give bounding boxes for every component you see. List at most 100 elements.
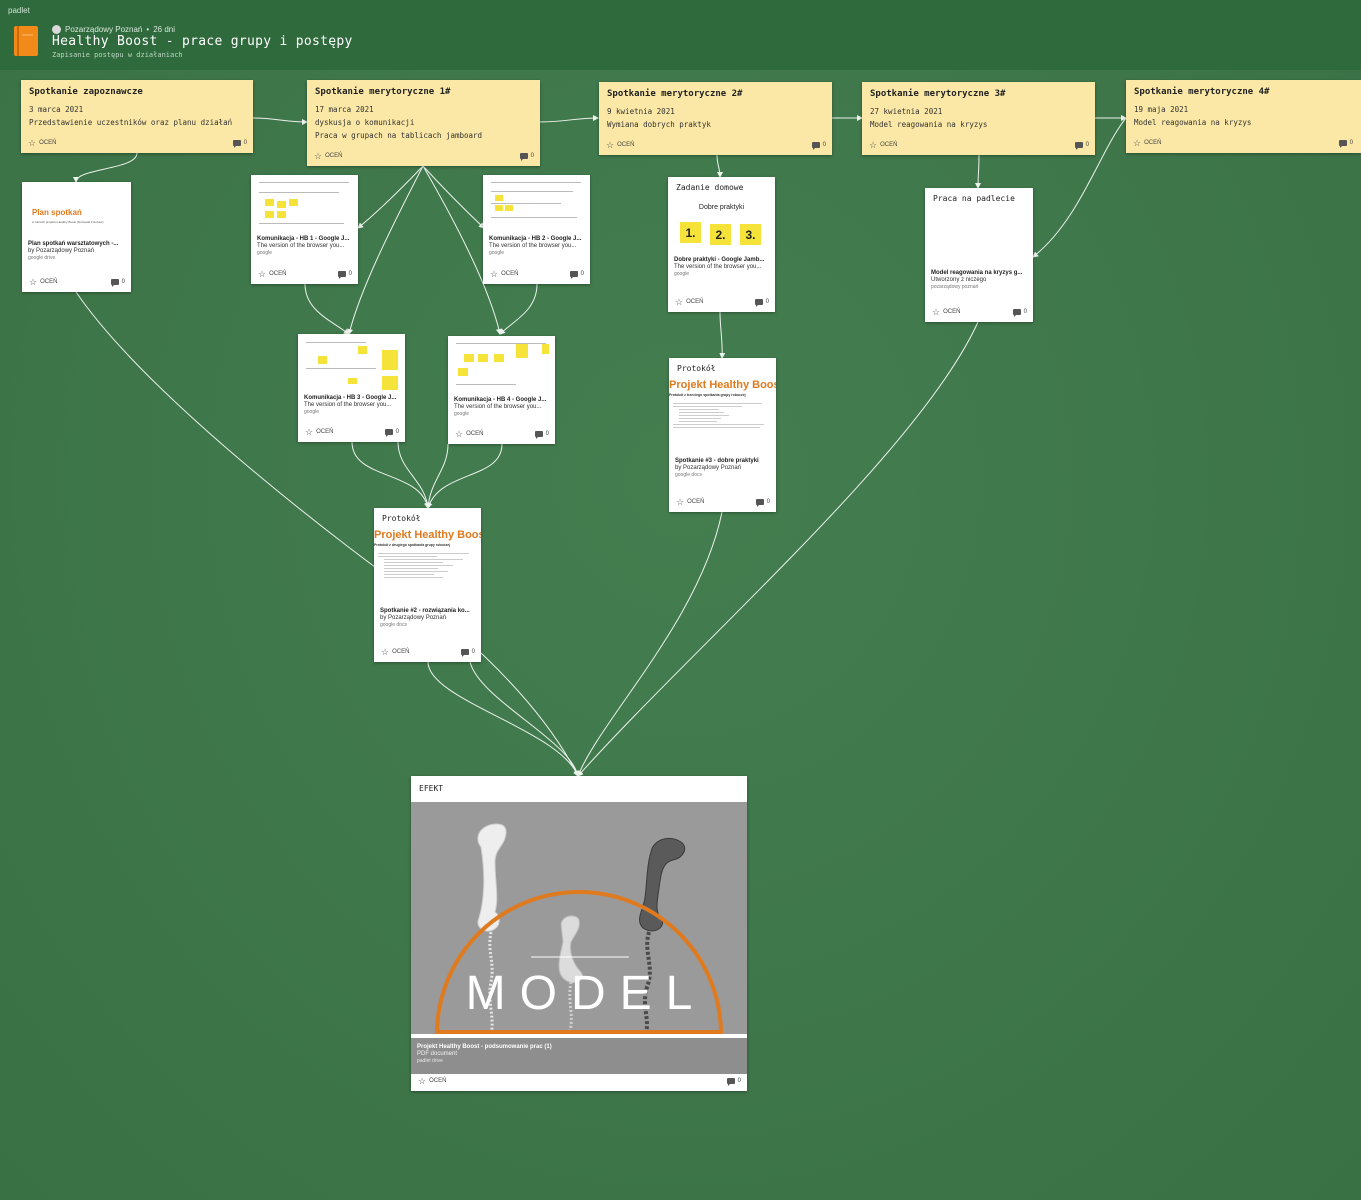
comment-button[interactable]: 0 — [755, 499, 770, 507]
plan-card[interactable]: Plan spotkań w ramach projektu Healthy B… — [22, 182, 131, 292]
meeting-card-2[interactable]: Spotkanie merytoryczne 1# 17 marca 2021 … — [307, 80, 540, 166]
star-icon: ☆ — [606, 140, 615, 150]
rate-button[interactable]: ☆OCEŃ — [314, 151, 343, 161]
comment-button[interactable]: 0 — [1338, 140, 1353, 148]
rate-button[interactable]: ☆OCEŃ — [455, 429, 484, 439]
attachment-info: Projekt Healthy Boost - podsumowanie pra… — [411, 1038, 747, 1074]
comment-button[interactable]: 0 — [811, 142, 826, 150]
number-box: 3. — [740, 224, 761, 245]
link-description: The version of the browser you... — [674, 264, 762, 270]
link-source: google docs — [380, 622, 407, 628]
star-icon: ☆ — [1133, 138, 1142, 148]
homework-card[interactable]: Zadanie domowe Dobre praktyki 1. 2. 3. D… — [668, 177, 775, 312]
rate-button[interactable]: ☆OCEŃ — [381, 647, 410, 657]
comment-button[interactable]: 0 — [1012, 309, 1027, 317]
link-title: Model reagowania na kryzys g... — [931, 270, 1023, 276]
card-footer: ☆OCEŃ 0 — [1126, 135, 1361, 153]
star-icon: ☆ — [305, 427, 314, 437]
card-footer: ☆OCEŃ 0 — [411, 1073, 747, 1091]
meeting-title: Spotkanie zapoznawcze — [29, 87, 143, 97]
model-illustration — [435, 823, 723, 1034]
card-footer: ☆OCEŃ 0 — [669, 494, 776, 512]
link-source: google — [674, 271, 690, 277]
meeting-date: 9 kwietnia 2021 — [607, 107, 675, 116]
document-preview: Projekt Healthy Boost Protokół z drugieg… — [374, 525, 481, 605]
comment-icon — [460, 649, 469, 657]
preview-subtitle: Protokół z drugiego spotkania grupy robo… — [374, 543, 451, 547]
jamboard-card-4[interactable]: Komunikacja - HB 4 - Google J... The ver… — [448, 336, 555, 444]
comment-button[interactable]: 0 — [534, 431, 549, 439]
jamboard-card-2[interactable]: Komunikacja - HB 2 - Google J... The ver… — [483, 175, 590, 284]
link-source: google — [304, 409, 320, 415]
link-source: google — [454, 411, 470, 417]
rate-button[interactable]: ☆OCEŃ — [490, 269, 519, 279]
meeting-date: 3 marca 2021 — [29, 105, 84, 114]
rate-button[interactable]: ☆OCEŃ — [28, 138, 57, 148]
star-icon: ☆ — [869, 140, 878, 150]
star-icon: ☆ — [490, 269, 499, 279]
comment-button[interactable]: 0 — [460, 649, 475, 657]
effect-card[interactable]: EFEKT MODEL Projekt Healthy — [411, 776, 747, 1091]
comment-button[interactable]: 0 — [754, 299, 769, 307]
card-footer: ☆OCEŃ 0 — [599, 137, 832, 155]
preview-subtitle: Protokół z trzeciego spotkania grupy rob… — [669, 393, 746, 397]
protocol-card-2[interactable]: Protokół Projekt Healthy Boost Protokół … — [374, 508, 481, 662]
jamboard-card-3[interactable]: Komunikacja - HB 3 - Google J... The ver… — [298, 334, 405, 442]
rate-button[interactable]: ☆OCEŃ — [1133, 138, 1162, 148]
link-title: Komunikacja - HB 1 - Google J... — [257, 236, 350, 242]
rate-button[interactable]: ☆OCEŃ — [869, 140, 898, 150]
star-icon: ☆ — [675, 297, 684, 307]
comment-button[interactable]: 0 — [519, 153, 534, 161]
link-title: Komunikacja - HB 3 - Google J... — [304, 395, 397, 401]
document-preview: Projekt Healthy Boost Protokół z trzecie… — [669, 375, 776, 455]
jamboard-preview — [454, 340, 549, 394]
meeting-card-3[interactable]: Spotkanie merytoryczne 2# 9 kwietnia 202… — [599, 82, 832, 155]
comment-button[interactable]: 0 — [1074, 142, 1089, 150]
comment-button[interactable]: 0 — [384, 429, 399, 437]
comment-button[interactable]: 0 — [337, 271, 352, 279]
comment-button[interactable]: 0 — [726, 1078, 741, 1086]
rate-button[interactable]: ☆OCEŃ — [418, 1076, 447, 1086]
card-footer: ☆OCEŃ 0 — [483, 266, 590, 284]
card-footer: ☆OCEŃ 0 — [307, 148, 540, 166]
link-title: Projekt Healthy Boost - podsumowanie pra… — [417, 1044, 552, 1050]
rate-button[interactable]: ☆OCEŃ — [675, 297, 704, 307]
meeting-card-4[interactable]: Spotkanie merytoryczne 3# 27 kwietnia 20… — [862, 82, 1095, 155]
comment-button[interactable]: 0 — [232, 140, 247, 148]
avatar[interactable] — [52, 25, 61, 34]
board-age: 26 dni — [153, 25, 175, 34]
link-description: Utworzony z niczego — [931, 277, 987, 283]
comment-icon — [384, 429, 393, 437]
number-box: 1. — [680, 222, 701, 243]
rate-button[interactable]: ☆OCEŃ — [932, 307, 961, 317]
link-description: The version of the browser you... — [257, 243, 345, 249]
card-footer: ☆OCEŃ 0 — [21, 135, 253, 153]
link-description: by Pozarządowy Poznań — [675, 465, 742, 471]
comment-icon — [1012, 309, 1021, 317]
jamboard-card-1[interactable]: Komunikacja - HB 1 - Google J... The ver… — [251, 175, 358, 284]
protocol-card-3[interactable]: Protokół Projekt Healthy Boost Protokół … — [669, 358, 776, 512]
star-icon: ☆ — [418, 1076, 427, 1086]
meeting-description: dyskusja o komunikacji Praca w grupach n… — [315, 118, 483, 141]
preview-title: Plan spotkań — [32, 208, 82, 217]
preview-subtitle: w ramach projektu Healthy Boost (Norwesk… — [32, 220, 104, 224]
rate-button[interactable]: ☆OCEŃ — [606, 140, 635, 150]
meeting-card-1[interactable]: Spotkanie zapoznawcze 3 marca 2021 Przed… — [21, 80, 253, 153]
rate-button[interactable]: ☆OCEŃ — [676, 497, 705, 507]
comment-icon — [726, 1078, 735, 1086]
rate-button[interactable]: ☆OCEŃ — [29, 277, 58, 287]
comment-button[interactable]: 0 — [110, 279, 125, 287]
rate-button[interactable]: ☆OCEŃ — [305, 427, 334, 437]
star-icon: ☆ — [258, 269, 267, 279]
padlet-work-card[interactable]: Praca na padlecie Model reagowania na kr… — [925, 188, 1033, 322]
star-icon: ☆ — [314, 151, 323, 161]
link-title: Spotkanie #3 - dobre praktyki — [675, 458, 759, 464]
meeting-card-5[interactable]: Spotkanie merytoryczne 4# 19 maja 2021 M… — [1126, 80, 1361, 153]
comment-icon — [755, 499, 764, 507]
rate-button[interactable]: ☆OCEŃ — [258, 269, 287, 279]
star-icon: ☆ — [381, 647, 390, 657]
card-footer: ☆OCEŃ 0 — [298, 424, 405, 442]
meeting-title: Spotkanie merytoryczne 2# — [607, 89, 743, 99]
comment-button[interactable]: 0 — [569, 271, 584, 279]
padlet-logo[interactable]: padlet — [8, 6, 30, 15]
